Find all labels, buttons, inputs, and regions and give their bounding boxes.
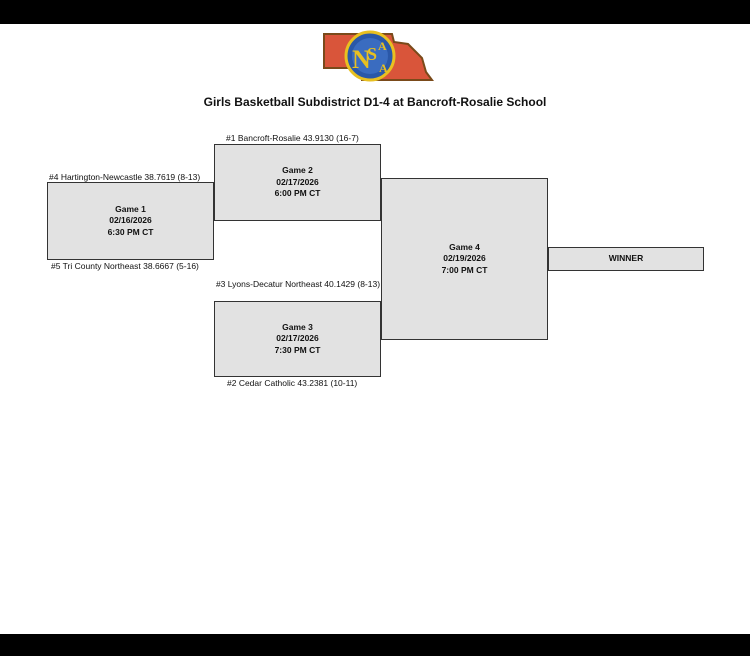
team-seed-1: #1 Bancroft-Rosalie 43.9130 (16-7): [226, 133, 359, 143]
svg-text:S: S: [367, 44, 377, 64]
game-time: 7:00 PM CT: [441, 264, 488, 275]
svg-text:N: N: [352, 45, 371, 74]
game-date: 02/17/2026: [276, 176, 319, 187]
game-label: Game 2: [282, 165, 313, 176]
game-date: 02/16/2026: [109, 215, 152, 226]
game-3-box[interactable]: Game 3 02/17/2026 7:30 PM CT: [214, 301, 381, 377]
nsaa-logo: N S A A: [323, 30, 434, 82]
winner-box[interactable]: WINNER: [548, 247, 704, 271]
game-1-box[interactable]: Game 1 02/16/2026 6:30 PM CT: [47, 182, 214, 260]
team-seed-5: #5 Tri County Northeast 38.6667 (5-16): [51, 261, 199, 271]
game-date: 02/17/2026: [276, 333, 319, 344]
game-time: 6:00 PM CT: [274, 188, 321, 199]
svg-text:A: A: [379, 61, 388, 75]
team-seed-3: #3 Lyons-Decatur Northeast 40.1429 (8-13…: [215, 279, 381, 289]
game-time: 7:30 PM CT: [274, 344, 321, 355]
winner-label: WINNER: [608, 253, 644, 264]
team-seed-4: #4 Hartington-Newcastle 38.7619 (8-13): [49, 172, 201, 182]
team-seed-2: #2 Cedar Catholic 43.2381 (10-11): [227, 378, 358, 388]
page-title: Girls Basketball Subdistrict D1-4 at Ban…: [203, 95, 547, 109]
svg-text:A: A: [378, 39, 387, 53]
bottom-bar: [0, 634, 750, 656]
top-bar: [0, 0, 750, 24]
game-label: Game 1: [115, 203, 146, 214]
game-label: Game 3: [282, 321, 313, 332]
game-date: 02/19/2026: [443, 253, 486, 264]
game-time: 6:30 PM CT: [107, 226, 154, 237]
logo-text: N S A A: [352, 39, 388, 75]
game-2-box[interactable]: Game 2 02/17/2026 6:00 PM CT: [214, 144, 381, 221]
game-label: Game 4: [449, 241, 480, 252]
game-4-box[interactable]: Game 4 02/19/2026 7:00 PM CT: [381, 178, 548, 340]
